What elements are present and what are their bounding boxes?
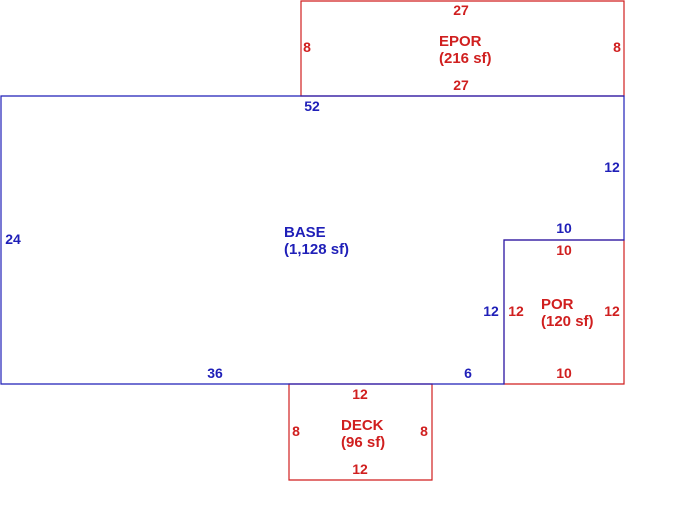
base-dim-bottom-left: 36 (207, 365, 223, 381)
por-dim-right: 12 (604, 303, 620, 319)
base-dim-step-side: 12 (483, 303, 499, 319)
epor-area: (216 sf) (439, 50, 492, 67)
base-dim-step-top: 10 (556, 220, 572, 236)
base-dim-right-upper: 12 (604, 159, 620, 175)
por-dim-left: 12 (508, 303, 524, 319)
por-dim-bottom: 10 (556, 365, 572, 381)
epor-dim-left: 8 (303, 39, 311, 55)
base-dim-left: 24 (5, 231, 21, 247)
deck-dim-top: 12 (352, 386, 368, 402)
base-dim-top: 52 (304, 98, 320, 114)
deck-dim-right: 8 (420, 423, 428, 439)
deck-dim-left: 8 (292, 423, 300, 439)
epor-dim-top: 27 (453, 2, 469, 18)
base-name: BASE (284, 224, 326, 241)
por-area: (120 sf) (541, 313, 594, 330)
epor-dim-bottom: 27 (453, 77, 469, 93)
por-name: POR (541, 296, 574, 313)
base-outline (0, 95, 625, 385)
deck-area: (96 sf) (341, 434, 385, 451)
epor-name: EPOR (439, 33, 482, 50)
base-area: (1,128 sf) (284, 241, 349, 258)
por-dim-top: 10 (556, 242, 572, 258)
deck-dim-bottom: 12 (352, 461, 368, 477)
epor-dim-right: 8 (613, 39, 621, 55)
deck-name: DECK (341, 417, 384, 434)
base-dim-bottom-right: 6 (464, 365, 472, 381)
